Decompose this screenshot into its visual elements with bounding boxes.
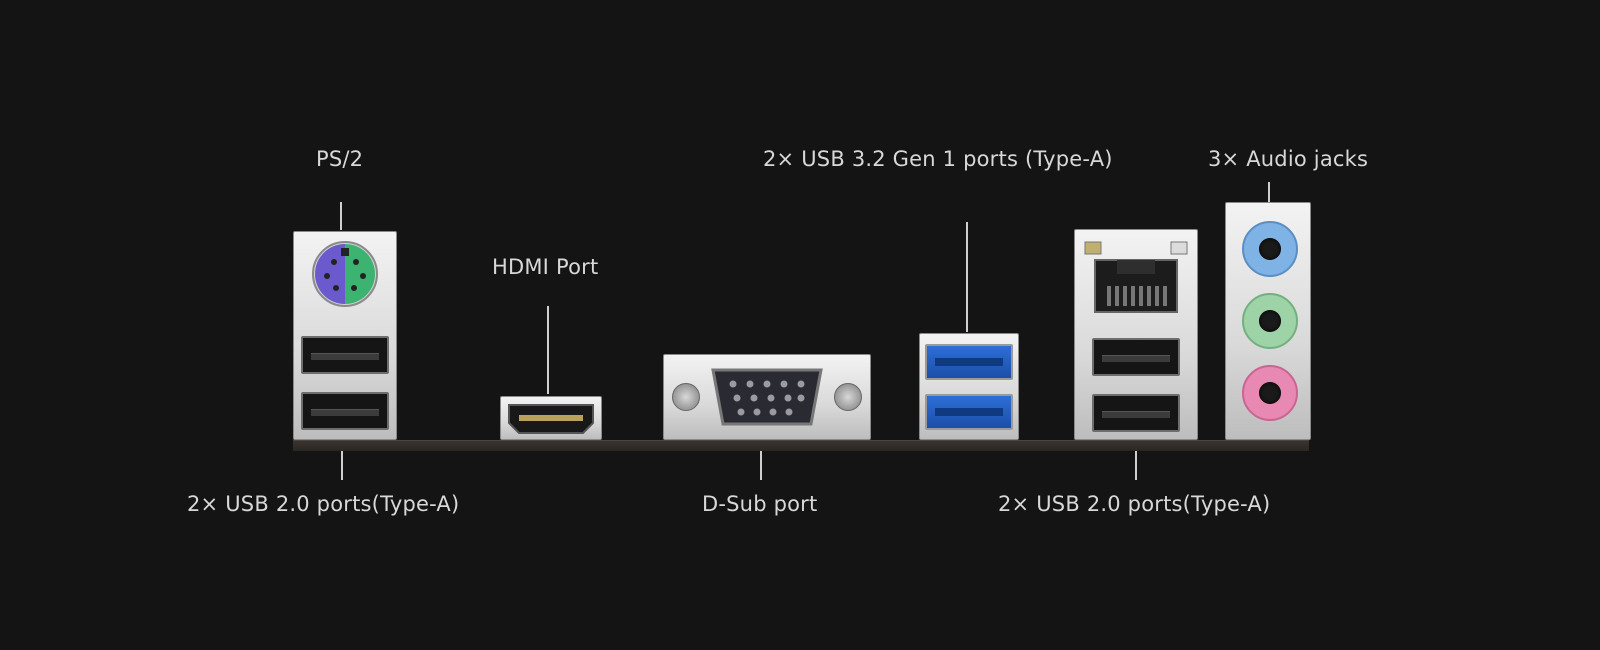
hdmi-shell	[500, 396, 602, 440]
label-hdmi: HDMI Port	[492, 255, 599, 279]
motherboard-edge	[293, 440, 1309, 451]
ethernet-port-icon	[1084, 241, 1188, 313]
label-ps2: PS/2	[316, 147, 364, 171]
usb20-port-right-1	[1092, 338, 1180, 376]
usb32-stack	[919, 333, 1019, 440]
ps2-port-icon	[312, 241, 378, 307]
usb20-port-left-2	[301, 392, 389, 430]
usb20-port-right-2	[1092, 394, 1180, 432]
usb20-port-left-1	[301, 336, 389, 374]
hdmi-port-icon	[508, 404, 594, 434]
dsub-screw-left-icon	[672, 383, 700, 411]
lan-usb-stack	[1074, 229, 1198, 440]
audio-jack-pink-icon	[1242, 365, 1298, 421]
leader-line-usb20-right	[1135, 436, 1137, 480]
dsub-screw-right-icon	[834, 383, 862, 411]
label-usb20-right: 2× USB 2.0 ports(Type-A)	[998, 492, 1271, 516]
usb32-port-2	[925, 394, 1013, 430]
leader-line-usb32	[966, 222, 968, 332]
audio-stack	[1225, 202, 1311, 440]
ps2-usb-stack	[293, 231, 397, 440]
leader-line-audio	[1268, 182, 1270, 202]
usb32-port-1	[925, 344, 1013, 380]
leader-line-hdmi	[547, 306, 549, 394]
label-usb20-left: 2× USB 2.0 ports(Type-A)	[187, 492, 460, 516]
label-usb32: 2× USB 3.2 Gen 1 ports (Type-A)	[763, 147, 1113, 171]
leader-line-dsub	[760, 436, 762, 480]
leader-line-usb20-left	[341, 436, 343, 480]
audio-jack-green-icon	[1242, 293, 1298, 349]
dsub-shell	[663, 354, 871, 440]
leader-line-ps2	[340, 202, 342, 230]
audio-jack-blue-icon	[1242, 221, 1298, 277]
label-audio: 3× Audio jacks	[1208, 147, 1369, 171]
dsub-port-icon	[711, 368, 823, 426]
label-dsub: D-Sub port	[702, 492, 818, 516]
